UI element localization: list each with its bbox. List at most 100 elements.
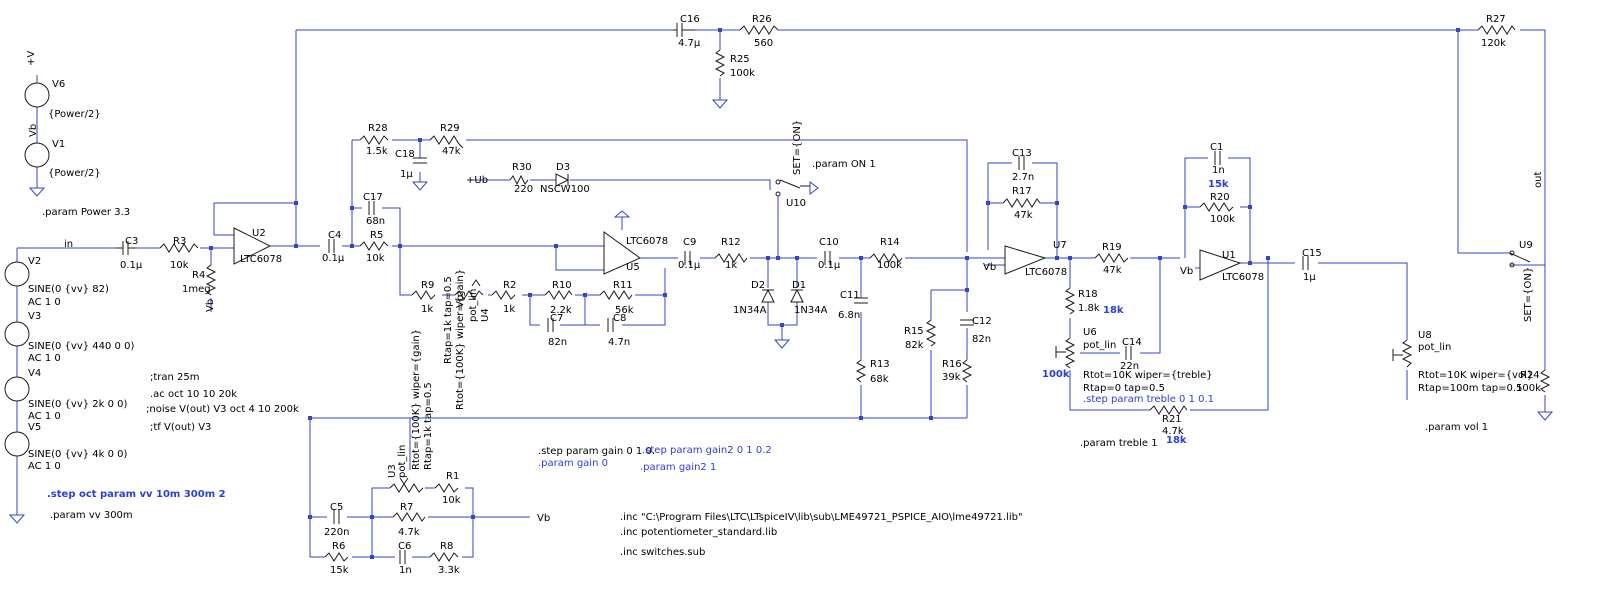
c6-name: C6 [398,541,411,552]
inc-potentiometer: .inc potentiometer_standard.lib [620,527,777,538]
c10-value: 0.1µ [818,260,841,271]
u3-value: pot_lin [397,445,408,478]
vb-supply-label: Vb [28,124,39,137]
c4-name: C4 [328,230,341,241]
param-gain: .param gain 0 [538,458,608,469]
r9-value: 1k [421,304,433,315]
v3-line1: SINE(0 {vv} 440 0 0) [28,341,134,352]
u7-vb-label: Vb [983,262,996,273]
c11-name: C11 [840,290,860,301]
c4-value: 0.1µ [322,253,345,264]
d2-value: 1N34A [733,305,767,316]
c13-value: 2.7n [1012,172,1034,183]
c3-name: C3 [125,236,138,247]
v1-name: V1 [52,139,65,150]
r18-alt: 18k [1103,305,1124,316]
r21-value: 4.7k [1162,426,1184,437]
v3-name: V3 [28,311,41,322]
tf-directive: ;tf V(out) V3 [150,422,211,433]
u6-name: U6 [1083,327,1097,338]
u4-value: pot_lin [468,289,479,322]
r18-value: 1.8k [1078,303,1100,314]
v4-line2: AC 1 0 [28,411,61,422]
r2-value: 1k [503,304,515,315]
r6-value: 15k [330,565,349,576]
r21-alt: 18k [1166,435,1187,446]
inc-lme49721: .inc "C:\Program Files\LTC\LTspiceIV\lib… [620,512,1023,523]
r16-value: 39k [942,372,961,383]
u9-set: SET={ON} [1523,267,1534,322]
ac-directive: .ac oct 10 10 20k [150,389,237,400]
u8-params-1: Rtot=10K wiper={vol} [1418,370,1533,381]
r7-value: 4.7k [398,527,420,538]
u4-vb-label: Vb [455,295,466,308]
u6-value: pot_lin [1083,340,1116,351]
param-vol: .param vol 1 [1425,422,1488,433]
u4-params-1: Rtot={100K} wiper={gain} [455,269,466,410]
u5-name: U5 [626,262,640,273]
c7-value: 82n [548,337,567,348]
v4-name: V4 [28,368,41,379]
d3-name: D3 [556,162,570,173]
c5-name: C5 [330,502,343,513]
noise-directive: ;noise V(out) V3 oct 4 10 200k [146,404,299,415]
r12-value: 1k [725,260,737,271]
c14-value: 22n [1120,361,1139,372]
u9-name: U9 [1519,240,1533,251]
r1-value: 10k [442,495,461,506]
u3-params-2: Rtap=1k tap=0.5 [423,382,434,470]
r11-value: 56k [615,305,634,316]
u7-name: U7 [1053,240,1067,251]
r28-name: R28 [368,123,388,134]
r6-name: R6 [332,541,345,552]
r24-value: 100k [1516,383,1541,394]
net-in-label: in [64,239,73,250]
u1-name: U1 [1222,250,1236,261]
c17-name: C17 [363,192,383,203]
junction-dots [209,28,1460,559]
v4-line1: SINE(0 {vv} 2k 0 0) [28,399,128,410]
ground-symbols [8,99,1554,524]
r13-name: R13 [870,359,890,370]
r20-value: 100k [1210,214,1235,225]
u5-value: LTC6078 [626,236,668,247]
r7-name: R7 [400,502,413,513]
v1-value: {Power/2} [48,168,101,179]
param-treble: .param treble 1 [1080,438,1158,449]
param-gain2: .param gain2 1 [640,462,716,473]
r25-name: R25 [730,54,750,65]
r19-name: R19 [1102,242,1122,253]
c6-value: 1n [399,565,412,576]
v3-line2: AC 1 0 [28,353,61,364]
u8-name: U8 [1418,330,1432,341]
r14-value: 100k [877,260,902,271]
bottom-vb-label: Vb [537,513,550,524]
c7-name: C7 [550,313,563,324]
r3-name: R3 [173,236,186,247]
v6-name: V6 [52,79,65,90]
tran-directive: ;tran 25m [150,372,200,383]
u4-name: U4 [480,308,491,322]
c3-value: 0.1µ [120,260,143,271]
component-symbols [4,23,1551,564]
net-out-label: out [1533,172,1544,188]
r18-name: R18 [1078,289,1098,300]
v2-line1: SINE(0 {vv} 82) [28,284,109,295]
u8-params-2: Rtap=100m tap=0.5 [1418,383,1522,394]
r21-name: R21 [1162,414,1182,425]
d1-name: D1 [792,280,806,291]
r1-name: R1 [446,471,459,482]
r2-name: R2 [503,280,516,291]
c14-name: C14 [1122,337,1142,348]
c1-alt: 15k [1208,179,1229,190]
u3-name: U3 [387,464,398,478]
u1-value: LTC6078 [1222,272,1264,283]
c11-value: 6.8n [838,310,860,321]
u7-value: LTC6078 [1025,267,1067,278]
c15-name: C15 [1302,248,1322,259]
r3-value: 10k [170,260,189,271]
r8-name: R8 [440,541,453,552]
r11-name: R11 [613,280,633,291]
u4-params-2: Rtap=1k tap=0.5 [443,276,454,364]
wires [16,29,1546,558]
